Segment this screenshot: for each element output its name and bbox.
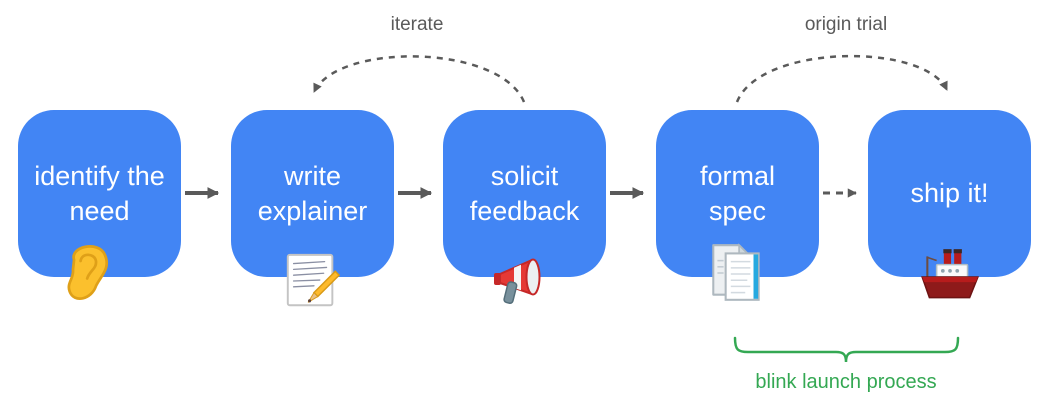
step-identify-the-need: identify the need (18, 110, 181, 277)
arrow-iterate-loop (312, 55, 526, 103)
documents-icon (704, 240, 770, 306)
step-label: write explainer (257, 160, 368, 226)
ship-icon (916, 244, 982, 310)
blink-launch-process-label: blink launch process (755, 371, 937, 393)
step-write-explainer: write explainer (231, 110, 394, 277)
step-label: formal spec (699, 160, 775, 226)
megaphone-icon (492, 250, 556, 314)
memo-pencil-icon (281, 250, 343, 312)
step-solicit-feedback: solicit feedback (443, 110, 606, 277)
arrow-origin-trial (735, 54, 949, 103)
step-label: solicit feedback (469, 160, 580, 226)
step-label: ship it! (910, 178, 989, 209)
step-label: identify the need (34, 160, 165, 226)
iterate-label: iterate (390, 14, 444, 35)
origin-trial-label: origin trial (804, 14, 888, 35)
blink-launch-brace (733, 336, 960, 363)
ear-icon (50, 238, 120, 308)
